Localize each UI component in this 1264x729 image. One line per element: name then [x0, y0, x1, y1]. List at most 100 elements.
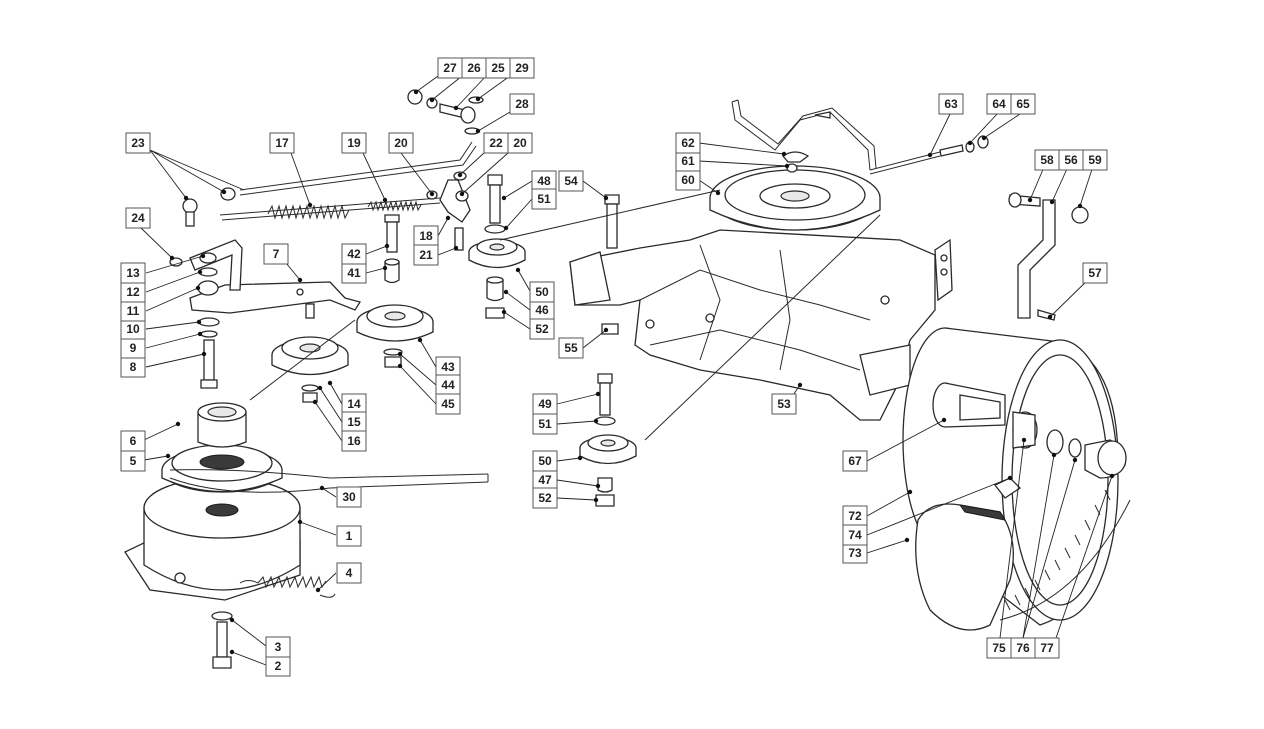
svg-text:29: 29 [515, 61, 529, 75]
callout-24: 24 [125, 207, 151, 229]
svg-text:76: 76 [1016, 641, 1030, 655]
callout-72: 72 [842, 505, 868, 527]
svg-text:47: 47 [538, 473, 552, 487]
callout-63: 63 [938, 93, 964, 115]
callout-21: 21 [413, 244, 439, 266]
svg-text:21: 21 [419, 248, 433, 262]
svg-text:14: 14 [347, 397, 361, 411]
callout-5: 5 [120, 450, 146, 472]
svg-text:52: 52 [535, 322, 549, 336]
callout-20b: 20 [507, 132, 533, 154]
tension-spring [239, 575, 336, 598]
callout-62: 62 [675, 132, 701, 154]
callout-6: 6 [120, 430, 146, 452]
svg-text:24: 24 [131, 211, 145, 225]
idler-pulley-14 [271, 336, 349, 403]
svg-text:77: 77 [1040, 641, 1054, 655]
callout-7: 7 [263, 243, 289, 265]
svg-text:60: 60 [681, 173, 695, 187]
callout-42: 42 [341, 243, 367, 265]
callout-54: 54 [558, 170, 584, 192]
svg-text:65: 65 [1016, 97, 1030, 111]
callout-73: 73 [842, 542, 868, 564]
svg-text:15: 15 [347, 415, 361, 429]
svg-text:4: 4 [346, 566, 353, 580]
svg-text:51: 51 [537, 192, 551, 206]
svg-text:11: 11 [127, 304, 140, 318]
svg-text:43: 43 [441, 360, 455, 374]
svg-text:52: 52 [538, 491, 552, 505]
callout-11: 11 [120, 300, 146, 322]
callout-3: 3 [265, 636, 291, 658]
svg-text:44: 44 [441, 378, 455, 392]
svg-text:54: 54 [564, 174, 578, 188]
svg-text:67: 67 [848, 454, 862, 468]
svg-text:5: 5 [130, 454, 137, 468]
callout-48: 48 [531, 170, 557, 192]
svg-text:23: 23 [131, 136, 145, 150]
svg-text:63: 63 [944, 97, 958, 111]
callout-22: 22 [483, 132, 509, 154]
svg-text:57: 57 [1088, 266, 1102, 280]
svg-text:50: 50 [535, 285, 549, 299]
svg-text:25: 25 [491, 61, 505, 75]
callout-44: 44 [435, 374, 461, 396]
svg-text:27: 27 [443, 61, 457, 75]
svg-text:3: 3 [275, 640, 282, 654]
callout-51a: 51 [531, 188, 557, 210]
control-bracket [169, 239, 243, 296]
clutch-pulley [161, 402, 283, 493]
parts-illustration [124, 89, 1131, 669]
svg-text:45: 45 [441, 397, 455, 411]
callout-61: 61 [675, 150, 701, 172]
idler-pulley-43 [356, 304, 434, 368]
callout-29: 29 [509, 57, 535, 79]
bolt-8 [198, 317, 220, 389]
callout-23: 23 [125, 132, 151, 154]
svg-text:75: 75 [992, 641, 1006, 655]
callout-1: 1 [336, 525, 362, 547]
svg-text:18: 18 [419, 229, 433, 243]
svg-text:1: 1 [346, 529, 353, 543]
callout-10: 10 [120, 318, 146, 340]
callout-65: 65 [1010, 93, 1036, 115]
callout-58: 58 [1034, 149, 1060, 171]
drive-belt [169, 469, 489, 493]
callout-9: 9 [120, 337, 146, 359]
svg-text:49: 49 [538, 397, 552, 411]
bolt-42-spacer-41 [384, 214, 400, 284]
transaxle-pulley [709, 151, 881, 231]
svg-text:42: 42 [347, 247, 361, 261]
upper-idler-assembly [468, 174, 526, 319]
svg-text:56: 56 [1064, 153, 1078, 167]
svg-text:61: 61 [681, 154, 695, 168]
svg-text:9: 9 [130, 341, 137, 355]
callout-75: 75 [986, 637, 1012, 659]
callout-26: 26 [461, 57, 487, 79]
callout-76: 76 [1010, 637, 1036, 659]
callout-67: 67 [842, 450, 868, 472]
svg-text:53: 53 [777, 397, 791, 411]
callout-19: 19 [341, 132, 367, 154]
pivot-parts-25-29 [407, 89, 484, 135]
svg-text:74: 74 [848, 528, 862, 542]
svg-text:17: 17 [275, 136, 289, 150]
electric-clutch [124, 477, 301, 601]
callout-53: 53 [771, 393, 797, 415]
callout-8: 8 [120, 356, 146, 378]
callout-17: 17 [269, 132, 295, 154]
callout-51b: 51 [532, 413, 558, 435]
callout-50b: 50 [532, 450, 558, 472]
svg-text:73: 73 [848, 546, 862, 560]
callout-57: 57 [1082, 262, 1108, 284]
svg-text:7: 7 [273, 247, 280, 261]
callout-45: 45 [435, 393, 461, 415]
svg-text:8: 8 [130, 360, 137, 374]
svg-text:55: 55 [564, 341, 578, 355]
svg-text:72: 72 [848, 509, 862, 523]
svg-text:62: 62 [681, 136, 695, 150]
linkage-parts-18-22 [426, 171, 471, 251]
callout-52a: 52 [529, 318, 555, 340]
callout-56: 56 [1058, 149, 1084, 171]
callout-47: 47 [532, 469, 558, 491]
